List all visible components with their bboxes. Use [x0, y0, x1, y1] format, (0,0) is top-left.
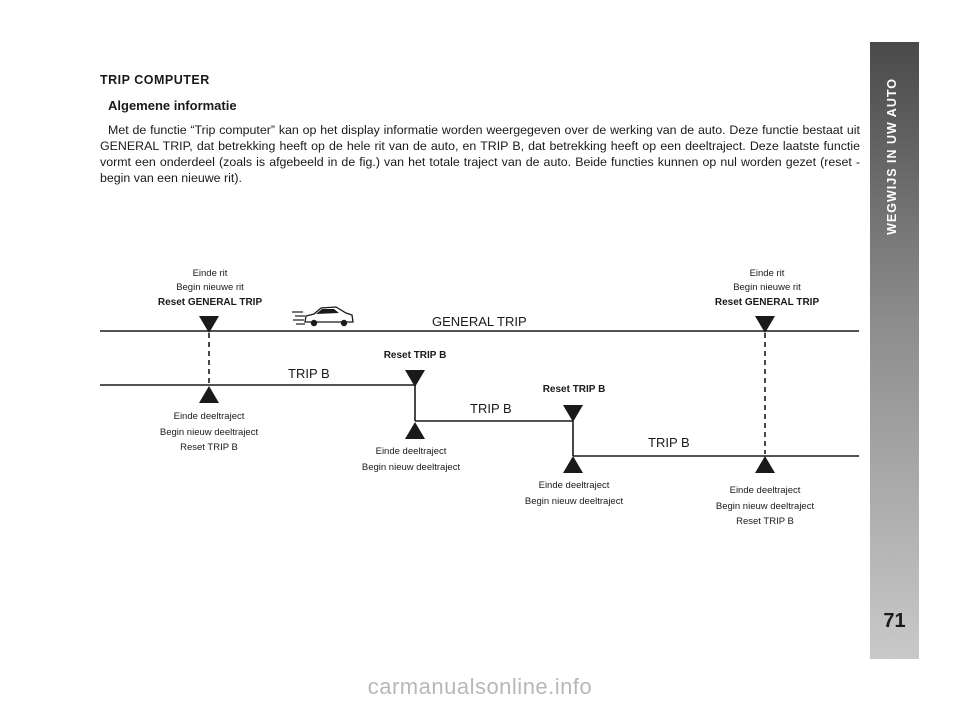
bottom-4-line-3: Reset TRIP B [736, 516, 794, 527]
reset-trip-b-label-2: Reset TRIP B [543, 384, 606, 395]
general-trip-label: GENERAL TRIP [432, 314, 527, 329]
bottom-3-line-2: Begin nieuw deeltraject [525, 496, 624, 507]
marker-down-tripb-2 [563, 405, 583, 422]
bottom-2-line-1: Einde deeltraject [376, 446, 447, 457]
marker-up-1 [199, 386, 219, 403]
trip-b-label-3: TRIP B [648, 435, 690, 450]
bottom-1-line-3: Reset TRIP B [180, 442, 238, 453]
top-right-line-1: Einde rit [750, 268, 785, 279]
bottom-4-line-1: Einde deeltraject [730, 485, 801, 496]
marker-down-tripb-1 [405, 370, 425, 387]
bottom-3-line-1: Einde deeltraject [539, 480, 610, 491]
reset-trip-b-label-1: Reset TRIP B [384, 350, 447, 361]
marker-up-3 [563, 456, 583, 473]
top-right-line-2: Begin nieuwe rit [733, 282, 801, 293]
subheading: Algemene informatie [108, 98, 237, 113]
top-left-line-1: Einde rit [193, 268, 228, 279]
bottom-1-line-1: Einde deeltraject [174, 411, 245, 422]
bottom-2-line-2: Begin nieuw deeltraject [362, 462, 461, 473]
top-left-line-3: Reset GENERAL TRIP [158, 297, 263, 308]
marker-down-general-right [755, 316, 775, 333]
bottom-4-line-2: Begin nieuw deeltraject [716, 501, 815, 512]
marker-down-general-left [199, 316, 219, 333]
marker-up-2 [405, 422, 425, 439]
trip-b-label-2: TRIP B [470, 401, 512, 416]
top-right-line-3: Reset GENERAL TRIP [715, 297, 820, 308]
marker-up-4 [755, 456, 775, 473]
page-number: 71 [883, 610, 906, 632]
watermark: carmanualsonline.info [367, 674, 593, 699]
side-tab: WEGWIJS IN UW AUTO 71 [870, 42, 919, 659]
section-heading: TRIP COMPUTER [100, 73, 210, 87]
body-paragraph: Met de functie “Trip computer” kan op he… [100, 123, 860, 185]
top-left-line-2: Begin nieuwe rit [176, 282, 244, 293]
bottom-1-line-2: Begin nieuw deeltraject [160, 427, 259, 438]
car-icon [292, 306, 354, 327]
trip-b-label-1: TRIP B [288, 366, 330, 381]
